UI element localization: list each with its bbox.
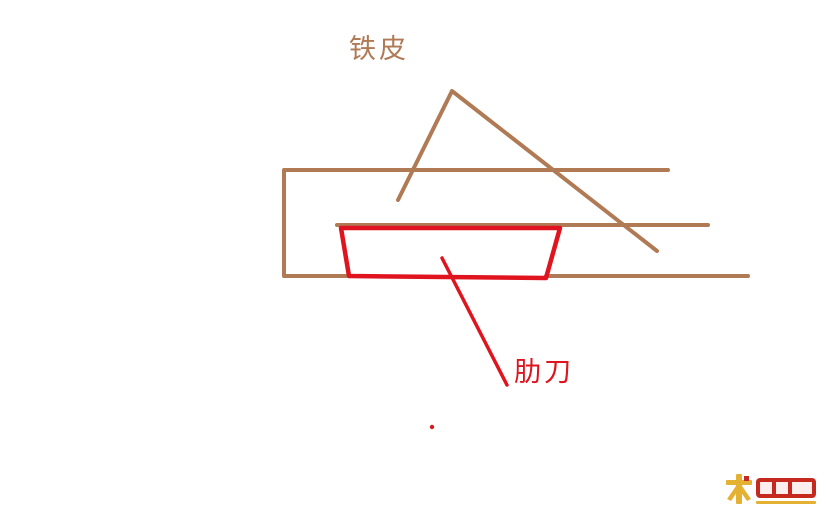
red-dot xyxy=(429,424,435,430)
site-logo-icon xyxy=(726,474,816,504)
logo-text-block xyxy=(756,478,816,504)
rib-knife-outline xyxy=(338,225,563,281)
logo-tree-glyph xyxy=(726,474,752,504)
outer-frame-line xyxy=(282,168,670,278)
rib-knife-label: 肋刀 xyxy=(514,357,574,388)
pointer-line-rib-knife xyxy=(440,256,509,387)
pointer-line-sheet-metal xyxy=(396,89,659,253)
sheet-metal-label: 铁皮 xyxy=(349,34,409,65)
rib-knife-shape xyxy=(338,225,563,430)
frame-lines xyxy=(282,89,750,278)
